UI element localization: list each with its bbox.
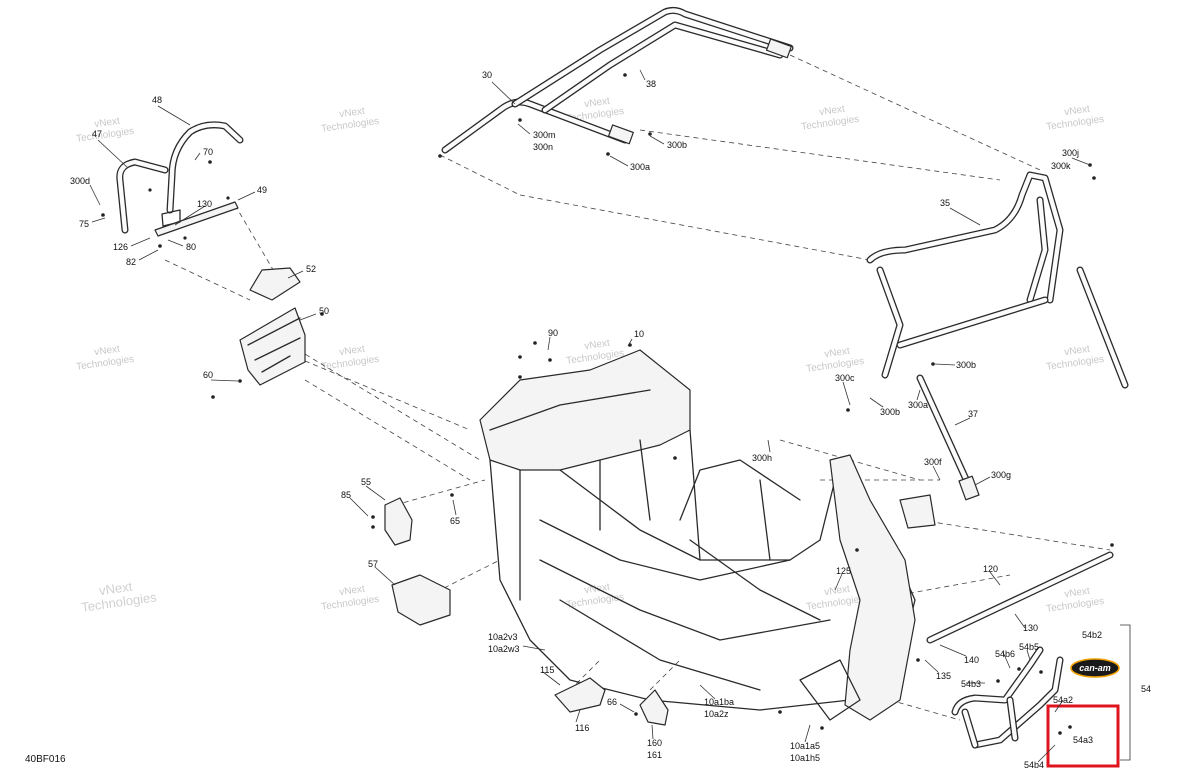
rear-bar-assembly[interactable] bbox=[101, 121, 244, 248]
callout-10a2z[interactable]: 10a2z bbox=[704, 709, 729, 719]
callout-10a1h5[interactable]: 10a1h5 bbox=[790, 753, 820, 763]
watermark-line1: vNext bbox=[94, 116, 121, 130]
callout-54b3[interactable]: 54b3 bbox=[961, 679, 981, 689]
callout-35[interactable]: 35 bbox=[940, 198, 950, 208]
callout-55[interactable]: 55 bbox=[361, 477, 371, 487]
callout-300b-mid[interactable]: 300b bbox=[956, 360, 976, 370]
watermark-line1: vNext bbox=[339, 106, 366, 120]
callout-85[interactable]: 85 bbox=[341, 490, 351, 500]
callout-300k[interactable]: 300k bbox=[1051, 161, 1071, 171]
callout-115[interactable]: 115 bbox=[540, 665, 554, 675]
callout-37[interactable]: 37 bbox=[968, 409, 978, 419]
callout-135[interactable]: 135 bbox=[936, 671, 951, 681]
watermark-line1: vNext bbox=[98, 579, 133, 599]
callout-65[interactable]: 65 bbox=[450, 516, 460, 526]
watermark-line1: vNext bbox=[584, 338, 611, 352]
callout-54b6[interactable]: 54b6 bbox=[995, 649, 1015, 659]
callout-50[interactable]: 50 bbox=[319, 306, 329, 316]
bracket-55[interactable] bbox=[371, 497, 413, 546]
callout-120[interactable]: 120 bbox=[983, 564, 998, 574]
callout-90[interactable]: 90 bbox=[548, 328, 558, 338]
callout-66[interactable]: 66 bbox=[607, 697, 617, 707]
watermark-line1: vNext bbox=[824, 584, 851, 598]
callout-300j[interactable]: 300j bbox=[1062, 148, 1079, 158]
watermark-line1: vNext bbox=[584, 96, 611, 110]
callout-54a3[interactable]: 54a3 bbox=[1073, 735, 1093, 745]
callout-52[interactable]: 52 bbox=[306, 264, 316, 274]
callout-60[interactable]: 60 bbox=[203, 370, 213, 380]
watermark-line1: vNext bbox=[819, 104, 846, 118]
callout-10a2v3[interactable]: 10a2v3 bbox=[488, 632, 518, 642]
callout-80[interactable]: 80 bbox=[186, 242, 196, 252]
callout-38[interactable]: 38 bbox=[646, 79, 656, 89]
callout-10a1ba[interactable]: 10a1ba bbox=[704, 697, 734, 707]
watermark-line1: vNext bbox=[1064, 344, 1091, 358]
front-roll-cage-assembly[interactable] bbox=[846, 163, 1129, 412]
callout-48[interactable]: 48 bbox=[152, 95, 162, 105]
callout-116[interactable]: 116 bbox=[575, 723, 589, 733]
callout-300m[interactable]: 300m bbox=[533, 130, 556, 140]
brand-logo-text: can-am bbox=[1079, 663, 1111, 673]
bracket-115[interactable] bbox=[554, 677, 606, 713]
callout-70[interactable]: 70 bbox=[203, 147, 213, 157]
callout-140[interactable]: 140 bbox=[964, 655, 979, 665]
callout-30[interactable]: 30 bbox=[482, 70, 492, 80]
can-am-logo: can-am bbox=[1070, 658, 1120, 678]
callout-54b5[interactable]: 54b5 bbox=[1019, 642, 1039, 652]
callout-82[interactable]: 82 bbox=[126, 257, 136, 267]
watermark-line1: vNext bbox=[1064, 586, 1091, 600]
callout-57[interactable]: 57 bbox=[368, 559, 378, 569]
callout-300b-low[interactable]: 300b bbox=[880, 407, 900, 417]
callout-10a1a5[interactable]: 10a1a5 bbox=[790, 741, 820, 751]
watermark-line1: vNext bbox=[339, 344, 366, 358]
callout-75[interactable]: 75 bbox=[79, 219, 89, 229]
main-chassis-frame[interactable] bbox=[479, 341, 936, 730]
diagram-code: 40BF016 bbox=[25, 754, 66, 765]
callout-300c[interactable]: 300c bbox=[835, 373, 855, 383]
group-bracket-54 bbox=[1120, 624, 1131, 761]
bracket-57[interactable] bbox=[391, 493, 454, 626]
callout-300h[interactable]: 300h bbox=[752, 453, 772, 463]
watermark-line1: vNext bbox=[824, 346, 851, 360]
callout-10a2w3[interactable]: 10a2w3 bbox=[488, 644, 520, 654]
bumper-assembly-54[interactable] bbox=[951, 646, 1072, 749]
watermark-line1: vNext bbox=[339, 584, 366, 598]
callout-10[interactable]: 10 bbox=[634, 329, 644, 339]
callout-125[interactable]: 125 bbox=[836, 566, 851, 576]
diagonal-brace[interactable] bbox=[916, 374, 980, 501]
watermark-line1: vNext bbox=[1064, 104, 1091, 118]
watermark-line1: vNext bbox=[94, 344, 121, 358]
callout-300a-mid[interactable]: 300a bbox=[908, 400, 928, 410]
rear-rod-120[interactable] bbox=[916, 543, 1114, 662]
callout-161[interactable]: 161 bbox=[647, 750, 662, 760]
callout-300g[interactable]: 300g bbox=[991, 470, 1011, 480]
callout-54b4[interactable]: 54b4 bbox=[1024, 760, 1044, 770]
callout-300f[interactable]: 300f bbox=[924, 457, 942, 467]
bracket-160[interactable] bbox=[634, 689, 669, 726]
callout-labels: 48 47 70 300d 130 49 75 126 80 82 30 38 … bbox=[70, 70, 1151, 770]
callout-47[interactable]: 47 bbox=[92, 129, 102, 139]
callout-300n[interactable]: 300n bbox=[533, 142, 553, 152]
bracket-assembly-50[interactable] bbox=[211, 267, 324, 399]
roof-rail-assembly[interactable] bbox=[438, 6, 794, 158]
callout-54[interactable]: 54 bbox=[1141, 684, 1151, 694]
callout-leaders bbox=[89, 69, 1091, 763]
callout-54b2[interactable]: 54b2 bbox=[1082, 630, 1102, 640]
callout-49[interactable]: 49 bbox=[257, 185, 267, 195]
highlight-box-54a3 bbox=[1046, 704, 1120, 768]
callout-130[interactable]: 130 bbox=[197, 199, 212, 209]
callout-300d[interactable]: 300d bbox=[70, 176, 90, 186]
callout-54a2[interactable]: 54a2 bbox=[1053, 695, 1073, 705]
callout-160[interactable]: 160 bbox=[647, 738, 662, 748]
callout-300b[interactable]: 300b bbox=[667, 140, 687, 150]
callout-300a[interactable]: 300a bbox=[630, 162, 650, 172]
callout-126[interactable]: 126 bbox=[113, 242, 128, 252]
callout-130-rod[interactable]: 130 bbox=[1023, 623, 1038, 633]
